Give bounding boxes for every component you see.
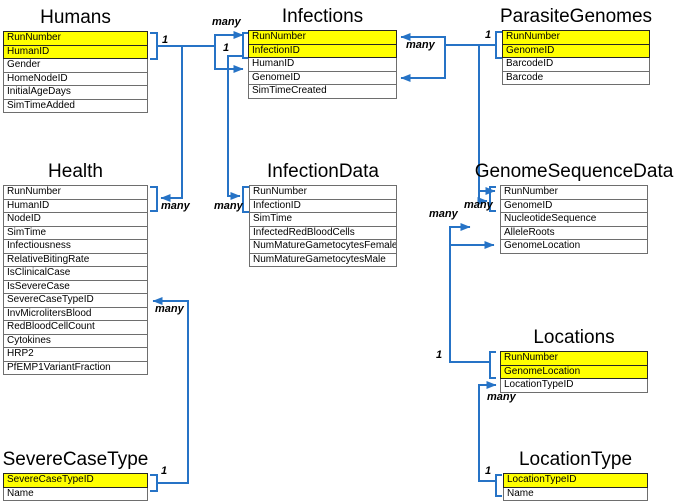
cardinality-label-parasitegenomes-one: 1 bbox=[485, 29, 492, 41]
field-health-PfEMP1VariantFraction: PfEMP1VariantFraction bbox=[3, 360, 148, 375]
field-humans-HumanID: HumanID bbox=[3, 44, 148, 59]
table-title-severe-case-type: SevereCaseType bbox=[2, 449, 149, 470]
field-humans-RunNumber: RunNumber bbox=[3, 31, 148, 46]
cardinality-label-infections-one: 1 bbox=[223, 42, 230, 54]
field-genome-sequence-data-GenomeLocation: GenomeLocation bbox=[500, 239, 648, 254]
table-title-health: Health bbox=[48, 161, 103, 182]
field-infections-InfectionID: InfectionID bbox=[248, 43, 397, 58]
field-parasite-genomes-GenomeID: GenomeID bbox=[502, 43, 650, 58]
cardinality-label-parasitegenomes-infections-many: many bbox=[406, 39, 435, 51]
field-parasite-genomes-Barcode: Barcode bbox=[502, 70, 650, 85]
field-infections-RunNumber: RunNumber bbox=[248, 30, 397, 45]
cardinality-label-infections-infectiondata-many: many bbox=[214, 200, 243, 212]
table-title-location-type: LocationType bbox=[518, 449, 633, 470]
cardinality-label-humans-health-many: many bbox=[161, 200, 190, 212]
cardinality-label-locations-gsd-many: many bbox=[429, 208, 458, 220]
table-title-infections: Infections bbox=[281, 6, 364, 27]
field-infections-SimTimeCreated: SimTimeCreated bbox=[248, 84, 397, 99]
table-title-infection-data: InfectionData bbox=[267, 161, 379, 182]
table-title-humans: Humans bbox=[40, 7, 111, 28]
field-parasite-genomes-RunNumber: RunNumber bbox=[502, 30, 650, 45]
cardinality-label-humans-infections-many: many bbox=[212, 16, 241, 28]
cardinality-label-humans-one: 1 bbox=[162, 34, 169, 46]
field-locations-GenomeLocation: GenomeLocation bbox=[500, 364, 648, 379]
table-title-parasite-genomes: ParasiteGenomes bbox=[499, 6, 653, 27]
cardinality-label-severecasetype-health-many: many bbox=[155, 303, 184, 315]
cardinality-label-locations-locationtype-many: many bbox=[487, 391, 516, 403]
cardinality-label-severecasetype-one: 1 bbox=[161, 465, 168, 477]
cardinality-label-parasitegenomes-gsd-many: many bbox=[464, 199, 493, 211]
table-title-genome-sequence-data: GenomeSequenceData bbox=[474, 161, 674, 182]
field-humans-SimTimeAdded: SimTimeAdded bbox=[3, 98, 148, 113]
field-infection-data-NumMatureGametocytesMale: NumMatureGametocytesMale bbox=[249, 252, 397, 267]
cardinality-label-locationtype-one: 1 bbox=[485, 465, 492, 477]
field-locations-RunNumber: RunNumber bbox=[500, 351, 648, 366]
field-location-type-LocationTypeID: LocationTypeID bbox=[503, 473, 648, 488]
table-title-locations: Locations bbox=[533, 327, 615, 348]
cardinality-label-locations-one: 1 bbox=[436, 349, 443, 361]
field-severe-case-type-SevereCaseTypeID: SevereCaseTypeID bbox=[3, 473, 148, 488]
